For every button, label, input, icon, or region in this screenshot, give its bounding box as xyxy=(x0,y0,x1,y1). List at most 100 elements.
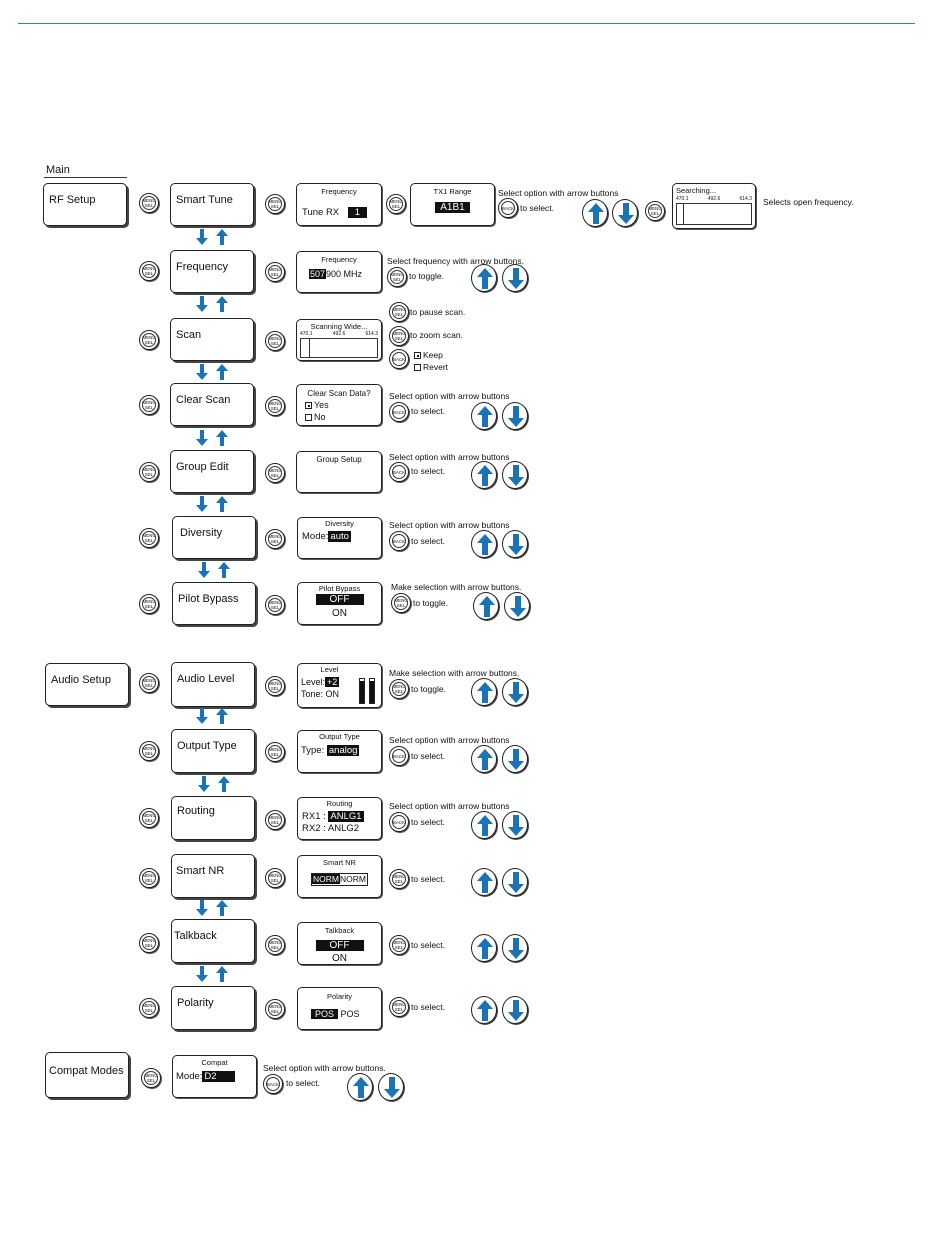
nr-option[interactable]: NORM xyxy=(339,874,366,884)
diversity-box[interactable]: Diversity xyxy=(172,516,256,559)
down-arrow-button[interactable] xyxy=(502,934,528,962)
down-arrow-button[interactable] xyxy=(502,868,528,896)
up-arrow-button[interactable] xyxy=(471,264,497,292)
down-arrow-button[interactable] xyxy=(502,402,528,430)
on-option[interactable]: ON xyxy=(332,608,347,619)
level-value[interactable]: +2 xyxy=(325,677,340,687)
mode-value[interactable]: D2 xyxy=(202,1071,235,1082)
up-arrow-button[interactable] xyxy=(471,678,497,706)
down-arrow-button[interactable] xyxy=(502,811,528,839)
up-arrow-button[interactable] xyxy=(347,1073,373,1101)
tone-value[interactable]: ON xyxy=(325,689,340,699)
compat-modes-box[interactable]: Compat Modes xyxy=(45,1052,129,1098)
revert-option[interactable]: Revert xyxy=(414,362,448,372)
audio-level-box[interactable]: Audio Level xyxy=(171,662,255,707)
down-arrow-button[interactable] xyxy=(502,461,528,489)
polarity-option[interactable]: POS xyxy=(340,1009,360,1019)
down-arrow-button[interactable] xyxy=(504,592,530,620)
back-icon[interactable]: BACK xyxy=(389,812,409,832)
up-arrow-button[interactable] xyxy=(471,402,497,430)
audio-setup-box[interactable]: Audio Setup xyxy=(45,663,129,706)
down-arrow-button[interactable] xyxy=(502,264,528,292)
rf-setup-box[interactable]: RF Setup xyxy=(43,183,127,226)
pilot-bypass-box[interactable]: Pilot Bypass xyxy=(172,582,256,625)
up-arrow-button[interactable] xyxy=(471,811,497,839)
tune-rx-value[interactable]: 1 xyxy=(347,207,368,218)
down-arrow-button[interactable] xyxy=(502,996,528,1024)
up-arrow-button[interactable] xyxy=(471,461,497,489)
up-arrow-button[interactable] xyxy=(471,934,497,962)
group-edit-box[interactable]: Group Edit xyxy=(170,450,254,493)
down-arrow-button[interactable] xyxy=(502,530,528,558)
no-option[interactable]: No xyxy=(305,412,326,422)
on-option[interactable]: ON xyxy=(332,953,347,964)
routing-box[interactable]: Routing xyxy=(171,796,255,840)
off-option[interactable]: OFF xyxy=(315,594,364,605)
type-value[interactable]: analog xyxy=(326,745,360,756)
polarity-box[interactable]: Polarity xyxy=(171,986,255,1030)
up-arrow-button[interactable] xyxy=(471,530,497,558)
up-arrow-button[interactable] xyxy=(473,592,499,620)
smart-tune-box[interactable]: Smart Tune xyxy=(170,183,254,226)
up-arrow-button[interactable] xyxy=(582,199,608,227)
range-value[interactable]: A1B1 xyxy=(435,202,470,213)
down-arrow-button[interactable] xyxy=(612,199,638,227)
back-icon[interactable]: BACK xyxy=(389,349,409,369)
down-arrow-button[interactable] xyxy=(378,1073,404,1101)
scan-box[interactable]: Scan xyxy=(170,318,254,361)
keep-option[interactable]: Keep xyxy=(414,350,443,360)
back-icon[interactable]: BACK xyxy=(263,1074,283,1094)
back-icon[interactable]: BACK xyxy=(389,746,409,766)
up-arrow-button[interactable] xyxy=(471,868,497,896)
rx1-value[interactable]: ANLG1 xyxy=(328,811,364,822)
yes-option[interactable]: Yes xyxy=(305,400,329,410)
nr-selected-option[interactable]: NORM xyxy=(312,874,340,884)
frequency-box[interactable]: Frequency xyxy=(170,250,254,293)
back-icon[interactable]: BACK xyxy=(498,198,518,218)
off-option[interactable]: OFF xyxy=(315,940,364,951)
back-icon[interactable]: BACK xyxy=(389,402,409,422)
polarity-selected[interactable]: POS xyxy=(311,1009,339,1019)
talkback-box[interactable]: Talkback xyxy=(171,919,255,963)
rx2-value[interactable]: ANLG2 xyxy=(327,823,360,834)
output-type-box[interactable]: Output Type xyxy=(171,729,255,773)
mode-value[interactable]: auto xyxy=(328,531,351,542)
frequency-value-highlight[interactable]: 507 xyxy=(309,269,327,279)
down-arrow-button[interactable] xyxy=(502,745,528,773)
up-arrow-button[interactable] xyxy=(471,996,497,1024)
